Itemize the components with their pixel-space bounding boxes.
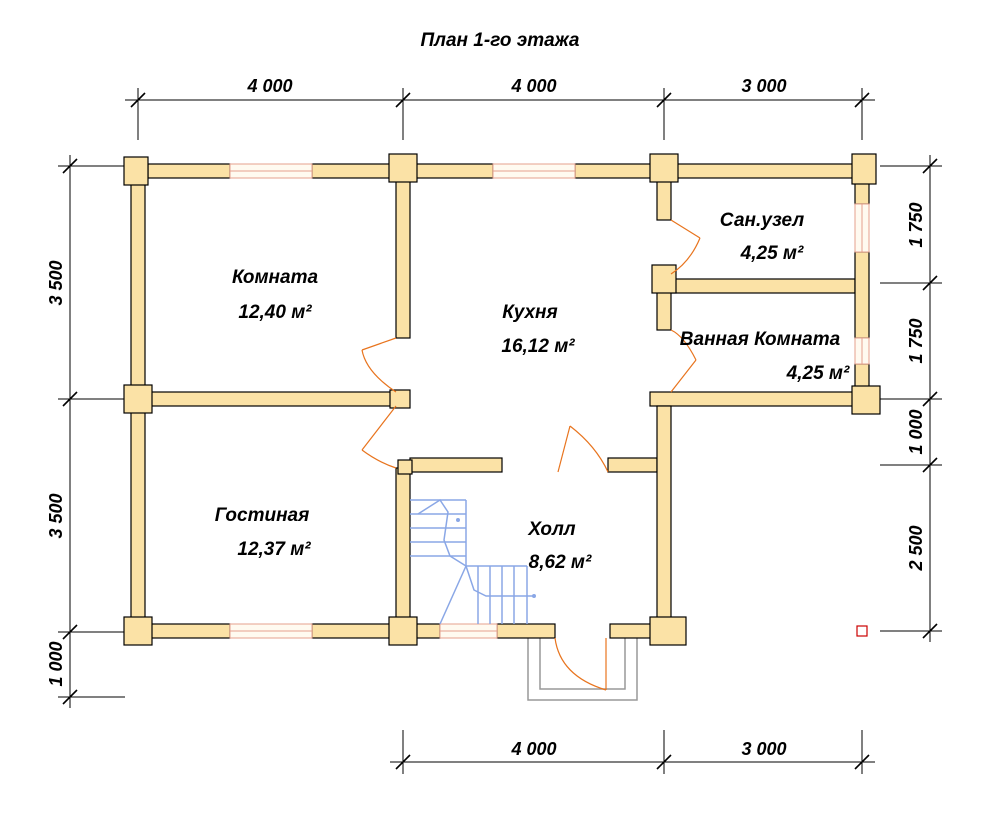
staircase <box>410 498 536 625</box>
dimension-chain-bottom: 4 000 3 000 <box>390 730 875 774</box>
wall-bottom <box>311 623 397 639</box>
window <box>439 623 498 639</box>
dim-top-2: 4 000 <box>510 76 556 96</box>
dimension-chain-left: 3 500 3 500 1 000 <box>46 155 125 708</box>
dim-right-1: 1 750 <box>906 202 926 247</box>
wall-interior <box>144 391 397 407</box>
wall-interior <box>395 467 411 625</box>
wall-interior <box>656 177 672 221</box>
walls <box>130 163 870 639</box>
wall-top <box>409 163 494 179</box>
door <box>557 425 609 473</box>
dim-top-1: 4 000 <box>246 76 292 96</box>
wall-bottom <box>147 623 231 639</box>
wall-interior <box>409 457 503 473</box>
room-vannaya: Ванная Комната 4,25 м² <box>680 329 850 384</box>
room-area: 12,40 м² <box>238 302 312 323</box>
room-name: Кухня <box>502 302 557 323</box>
room-komnata: Комната 12,40 м² <box>232 267 319 323</box>
windows <box>229 163 870 639</box>
room-gostinaya: Гостиная 12,37 м² <box>215 505 312 560</box>
dimension-chain-right: 1 750 1 750 1 000 2 500 <box>880 155 942 642</box>
wall-bottom <box>496 623 556 639</box>
dim-right-3: 1 000 <box>906 409 926 454</box>
room-kholl: Холл 8,62 м² <box>527 519 592 573</box>
dim-left-3: 1 000 <box>46 641 66 686</box>
wall-top <box>574 163 658 179</box>
room-area: 4,25 м² <box>740 243 804 264</box>
dim-bottom-1: 4 000 <box>510 739 556 759</box>
window <box>229 163 313 179</box>
window <box>229 623 313 639</box>
room-area: 8,62 м² <box>529 552 592 573</box>
room-name: Сан.узел <box>720 210 805 231</box>
dim-bottom-2: 3 000 <box>741 739 786 759</box>
wall-interior <box>670 278 856 294</box>
wall-left <box>130 405 146 625</box>
dim-left-2: 3 500 <box>46 493 66 538</box>
dim-top-3: 3 000 <box>741 76 786 96</box>
wall-top <box>147 163 231 179</box>
room-area: 16,12 м² <box>501 336 575 357</box>
wall-interior <box>607 457 658 473</box>
door <box>361 337 397 393</box>
wall-interior <box>656 405 672 625</box>
room-name: Комната <box>232 267 319 288</box>
dim-right-4: 2 500 <box>906 525 926 571</box>
room-name: Гостиная <box>215 505 310 526</box>
room-kukhnya: Кухня 16,12 м² <box>501 302 575 357</box>
door <box>670 329 697 393</box>
room-sanuzel: Сан.узел 4,25 м² <box>720 210 805 264</box>
room-name: Ванная Комната <box>680 329 841 350</box>
entrance-door <box>554 637 607 691</box>
wall-top <box>311 163 397 179</box>
room-area: 12,37 м² <box>237 539 311 560</box>
door <box>361 405 397 469</box>
marker <box>856 625 868 637</box>
plan-title: План 1-го этажа <box>421 30 580 51</box>
window <box>854 337 870 365</box>
window <box>854 203 870 253</box>
wall-top <box>670 163 856 179</box>
wall-right <box>854 251 870 339</box>
log-ends <box>123 153 881 646</box>
door <box>670 219 701 275</box>
window <box>492 163 576 179</box>
doors <box>361 219 701 691</box>
wall-interior <box>395 177 411 339</box>
porch <box>527 638 638 701</box>
dim-right-2: 1 750 <box>906 318 926 363</box>
wall-interior <box>649 391 856 407</box>
wall-left <box>130 177 146 393</box>
dimension-chain-top: 4 000 4 000 3 000 <box>125 76 875 140</box>
room-area: 4,25 м² <box>786 363 850 384</box>
dim-left-1: 3 500 <box>46 260 66 305</box>
room-name: Холл <box>527 519 575 540</box>
